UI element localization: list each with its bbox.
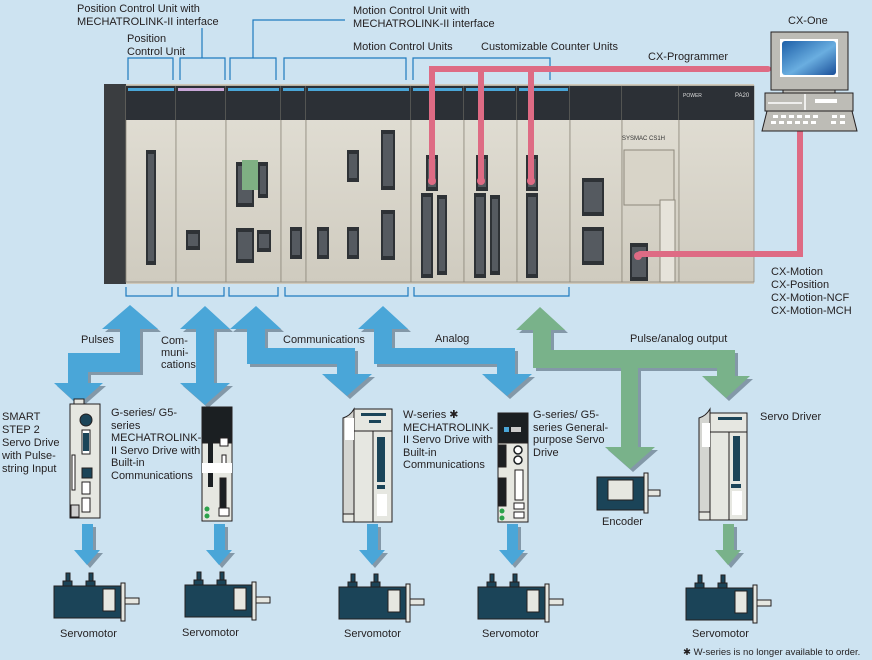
cpu-cover bbox=[623, 149, 675, 206]
cpu-slot bbox=[659, 199, 676, 283]
bracket-pcu bbox=[127, 57, 174, 80]
label-mcu-ml2: Motion Control Unit with MECHATROLINK-II… bbox=[353, 5, 495, 30]
module-connector bbox=[582, 178, 604, 216]
servomotor-icon[interactable] bbox=[53, 572, 140, 622]
signal-communications: Communications bbox=[283, 334, 365, 346]
module-connector bbox=[236, 228, 254, 263]
bracket-bottom-3 bbox=[228, 287, 279, 297]
smartstep-drive[interactable] bbox=[69, 398, 101, 519]
arrow-down-3 bbox=[359, 524, 388, 568]
arrow-pulse-analog bbox=[516, 307, 753, 472]
terminal-block bbox=[242, 160, 258, 190]
signal-communications-short: Com- muni- cations bbox=[161, 335, 196, 371]
module-connector bbox=[381, 130, 395, 190]
label-cx-programmer: CX-Programmer bbox=[648, 51, 729, 63]
module-connector bbox=[258, 162, 268, 198]
arrow-pulses bbox=[54, 305, 161, 408]
arrow-down-2 bbox=[206, 524, 235, 568]
label-counter-units: Customizable Counter Units bbox=[481, 41, 618, 53]
module-connector bbox=[347, 227, 359, 259]
module-connector bbox=[146, 150, 156, 265]
software-cx-motion-mch: CX-Motion-MCH bbox=[771, 305, 852, 317]
bracket-pcu-ml2 bbox=[179, 57, 226, 80]
label-servomotor-2: Servomotor bbox=[182, 627, 239, 639]
label-mcu: Motion Control Units bbox=[353, 41, 453, 53]
signal-analog: Analog bbox=[435, 333, 470, 345]
arrow-communications-1 bbox=[180, 306, 233, 408]
cx-programmer-cables bbox=[429, 66, 803, 257]
power-module[interactable] bbox=[678, 85, 755, 283]
label-servomotor-1: Servomotor bbox=[60, 628, 117, 640]
computer-icon bbox=[761, 31, 858, 132]
bracket-bottom-4 bbox=[284, 287, 409, 297]
module-connector bbox=[257, 230, 271, 252]
bracket-mcu-ml2 bbox=[229, 57, 277, 80]
pcu-ml2-module[interactable] bbox=[175, 85, 227, 283]
arrow-down-5 bbox=[715, 524, 744, 568]
module-connector bbox=[526, 193, 538, 278]
signal-pulse-analog: Pulse/analog output bbox=[630, 333, 728, 345]
arrow-communications-2 bbox=[230, 306, 375, 399]
servomotor-icon[interactable] bbox=[184, 571, 271, 621]
servo-driver[interactable] bbox=[698, 407, 748, 521]
label-cx-one: CX-One bbox=[788, 15, 828, 27]
label-pcu: Position Control Unit bbox=[127, 33, 186, 58]
module-connector bbox=[474, 193, 486, 278]
module-connector bbox=[437, 195, 447, 275]
module-connector bbox=[347, 150, 359, 182]
signal-pulses: Pulses bbox=[81, 334, 115, 346]
module-connector bbox=[630, 243, 648, 281]
label-encoder: Encoder bbox=[602, 516, 643, 528]
counter-unit-3[interactable] bbox=[516, 85, 571, 283]
label-w-series: W-series ✱ MECHATROLINK-II Servo Drive w… bbox=[403, 409, 494, 471]
top-brackets bbox=[125, 19, 570, 297]
mcu-module-a[interactable] bbox=[280, 85, 307, 283]
w-series-drive[interactable] bbox=[342, 407, 393, 523]
module-connector bbox=[290, 227, 302, 259]
rack-left-end bbox=[104, 84, 126, 284]
bracket-bottom-2 bbox=[177, 287, 225, 297]
label-servomotor-3: Servomotor bbox=[344, 628, 401, 640]
servomotor-icon[interactable] bbox=[338, 573, 425, 623]
power-model-label: PA20 bbox=[735, 93, 750, 99]
bracket-mcu bbox=[283, 57, 407, 80]
arrow-analog bbox=[358, 306, 535, 399]
software-cx-motion-ncf: CX-Motion-NCF bbox=[771, 292, 850, 304]
module-connector bbox=[582, 227, 604, 265]
module-connector bbox=[421, 193, 433, 278]
module-connector bbox=[381, 210, 395, 260]
module-connector bbox=[186, 230, 200, 250]
label-smartstep: SMART STEP 2 Servo Drive with Pulse-stri… bbox=[2, 411, 60, 475]
label-servo-driver: Servo Driver bbox=[760, 411, 822, 423]
software-cx-motion: CX-Motion bbox=[771, 266, 823, 278]
arrow-down-4 bbox=[499, 524, 528, 568]
g5-ml2-drive[interactable] bbox=[201, 406, 233, 522]
footnote: ✱ W-series is no longer available to ord… bbox=[683, 647, 861, 658]
module-connector bbox=[317, 227, 329, 259]
bracket-bottom-1 bbox=[125, 287, 173, 297]
encoder-icon[interactable] bbox=[596, 472, 661, 514]
servomotor-icon[interactable] bbox=[477, 573, 564, 623]
g5-general-drive[interactable] bbox=[497, 412, 529, 523]
power-label: POWER bbox=[683, 93, 702, 99]
bracket-bottom-5 bbox=[413, 287, 570, 297]
label-servomotor-5: Servomotor bbox=[692, 628, 749, 640]
label-g5-general: G-series/ G5-series General-purpose Serv… bbox=[533, 409, 609, 459]
arrow-down-1 bbox=[74, 524, 103, 568]
label-servomotor-4: Servomotor bbox=[482, 628, 539, 640]
cpu-brand-label: SYSMAC CS1H bbox=[622, 136, 665, 142]
label-g5-ml2: G-series/ G5-series MECHATROLINK-II Serv… bbox=[111, 407, 202, 482]
software-cx-position: CX-Position bbox=[771, 279, 830, 291]
module-connector bbox=[490, 195, 500, 275]
label-pcu-ml2: Position Control Unit with MECHATROLINK-… bbox=[77, 3, 219, 28]
servomotor-icon[interactable] bbox=[685, 574, 772, 624]
